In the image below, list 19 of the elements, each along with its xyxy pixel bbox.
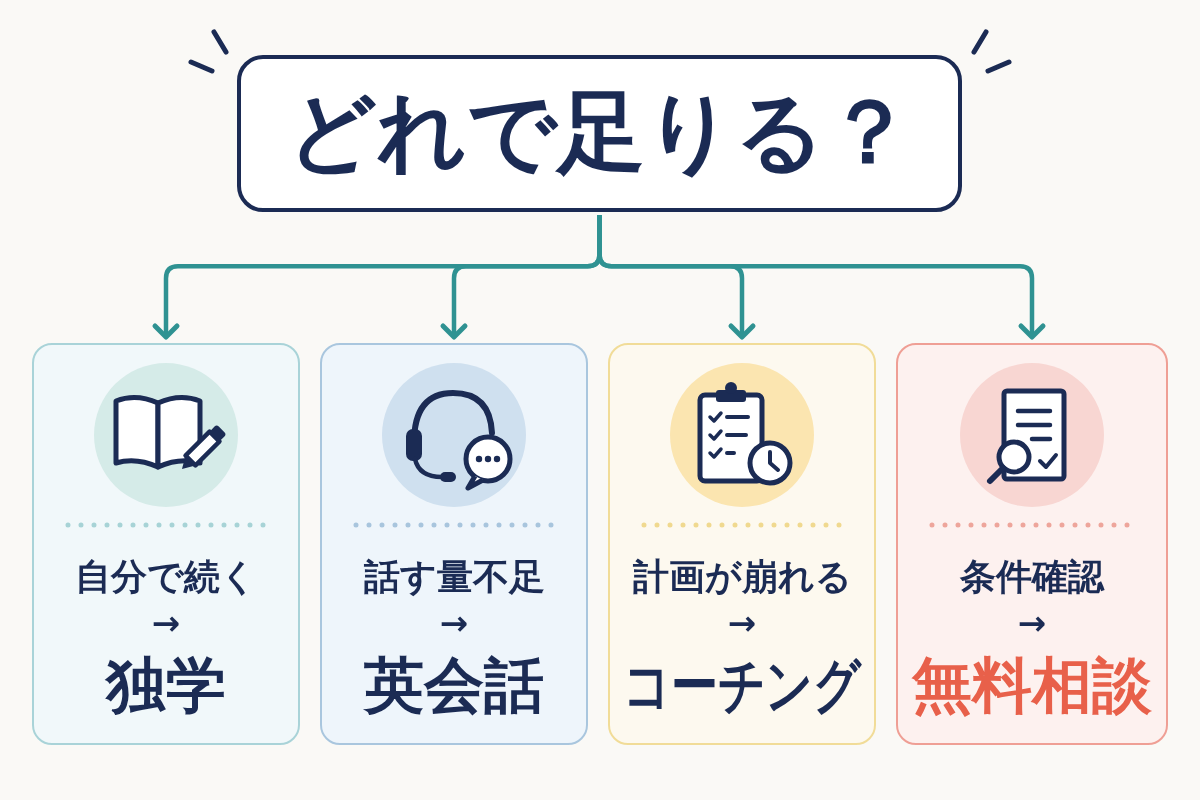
condition-text: 計画が崩れる bbox=[632, 559, 852, 595]
arrow-text: → bbox=[727, 606, 757, 640]
result-text: 英会話 bbox=[364, 655, 544, 715]
option-card bbox=[32, 343, 300, 745]
option-card bbox=[608, 343, 876, 745]
arrow-text: → bbox=[151, 606, 181, 640]
condition-text: 条件確認 bbox=[960, 559, 1104, 595]
condition-text: 話す量不足 bbox=[363, 559, 545, 595]
result-text: 独学 bbox=[106, 655, 226, 715]
result-text: 無料相談 bbox=[912, 655, 1152, 715]
option-card bbox=[320, 343, 588, 745]
arrow bbox=[597, 215, 1046, 340]
title-box bbox=[237, 55, 962, 212]
condition-text: 自分で続く bbox=[75, 559, 257, 595]
result-text: コーチング bbox=[623, 655, 861, 715]
arrow-text: → bbox=[1017, 606, 1047, 640]
heading-text: どれで足りる？ bbox=[286, 87, 913, 176]
arrow-text: → bbox=[439, 606, 469, 640]
option-card bbox=[896, 343, 1168, 745]
